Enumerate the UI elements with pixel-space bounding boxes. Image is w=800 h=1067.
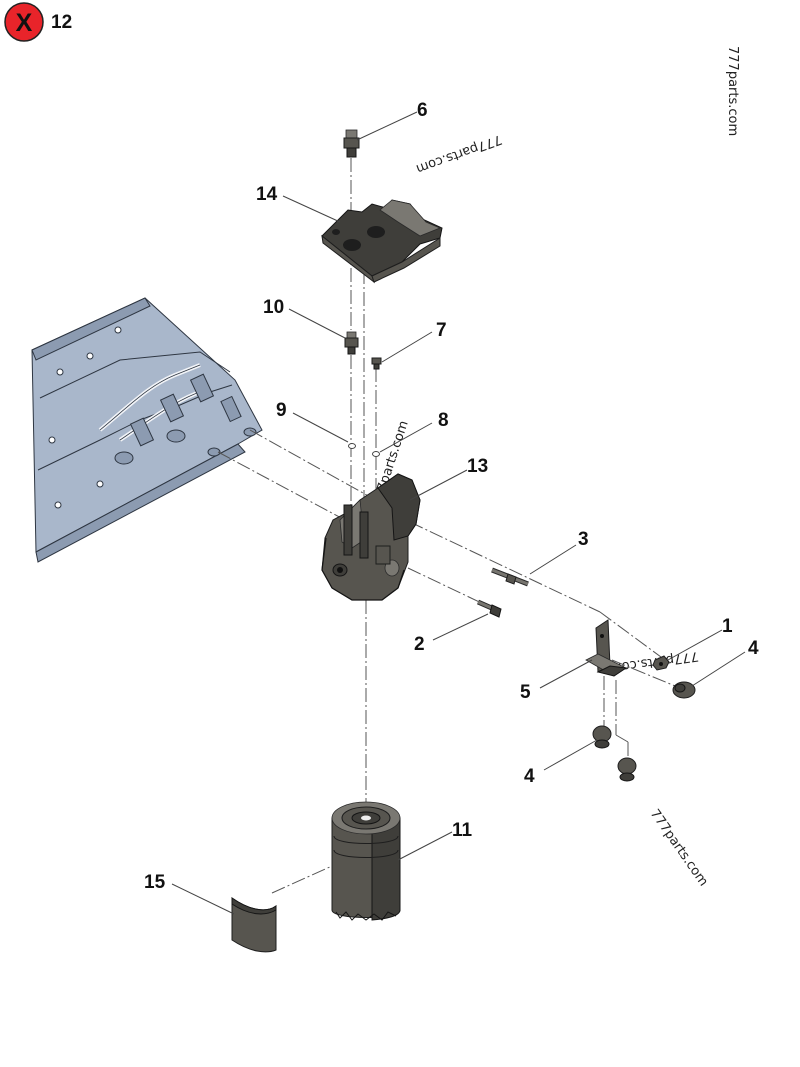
callout-4: 4	[748, 638, 759, 659]
grommet-part-4-left[interactable]	[592, 725, 612, 749]
callout-4: 4	[524, 766, 535, 787]
engine-block	[31, 297, 263, 563]
callout-13: 13	[467, 456, 488, 477]
watermark: 777parts.com	[414, 131, 504, 176]
bolt-part-3[interactable]	[491, 567, 529, 587]
callout-5: 5	[520, 682, 531, 703]
callout-15: 15	[144, 872, 166, 893]
bolt-part-2[interactable]	[476, 599, 502, 618]
callout-11: 11	[452, 820, 473, 841]
grommet-part-4-right[interactable]	[672, 681, 696, 699]
bracket-part-14[interactable]	[321, 199, 443, 284]
close-button[interactable]: X	[4, 2, 44, 42]
o-ring-part-9[interactable]	[348, 443, 356, 449]
callout-7: 7	[436, 320, 447, 341]
fitting-part-10[interactable]	[344, 331, 359, 355]
callout-10: 10	[263, 297, 284, 318]
assembly-lines	[217, 158, 681, 894]
watermark: 777parts.com	[647, 807, 711, 889]
page-number: 12	[51, 12, 72, 33]
plug-part-7[interactable]	[371, 357, 382, 370]
callout-1: 1	[722, 616, 733, 637]
leader-lines	[171, 111, 746, 915]
close-glyph: X	[16, 9, 33, 37]
nut-part-1[interactable]	[652, 655, 670, 671]
filter-head-part-13[interactable]	[321, 473, 421, 601]
shield-part-15[interactable]	[231, 897, 277, 953]
callout-9: 9	[276, 400, 287, 421]
callout-8: 8	[438, 410, 449, 431]
bracket-part-5[interactable]	[585, 619, 628, 677]
watermark: 777parts.com	[725, 46, 740, 136]
callout-14: 14	[256, 184, 278, 205]
close-icon[interactable]	[4, 2, 44, 42]
fitting-part-6[interactable]	[343, 129, 360, 158]
fuel-filter-part-11[interactable]	[331, 801, 401, 921]
callout-labels: 6 14 10 7 9 8 13 3 2 5 1 4 4 11 15	[144, 100, 759, 893]
callout-3: 3	[578, 529, 589, 550]
grommet-part-4-lower[interactable]	[617, 757, 637, 782]
callout-6: 6	[417, 100, 428, 121]
o-ring-part-8[interactable]	[372, 451, 380, 457]
callout-2: 2	[414, 634, 425, 655]
